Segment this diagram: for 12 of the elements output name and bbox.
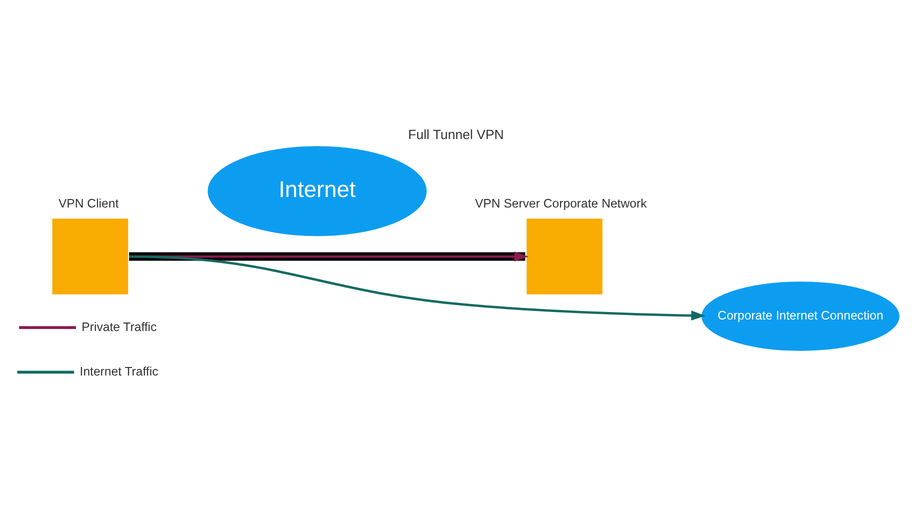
node-label: VPN Client — [58, 196, 119, 210]
legend-label: Private Traffic — [82, 319, 157, 334]
node-ellipse: Internet — [208, 146, 427, 236]
legend-label: Internet Traffic — [80, 364, 158, 378]
arrow — [129, 251, 529, 262]
node-ellipse: Corporate Internet Connection — [702, 281, 900, 350]
node-label: VPN Server Corporate Network — [474, 196, 647, 210]
diagram-title: Full Tunnel VPN — [408, 126, 504, 142]
connector — [129, 252, 526, 260]
node-box — [526, 218, 602, 294]
node-box — [52, 218, 128, 294]
arrow — [129, 254, 706, 320]
